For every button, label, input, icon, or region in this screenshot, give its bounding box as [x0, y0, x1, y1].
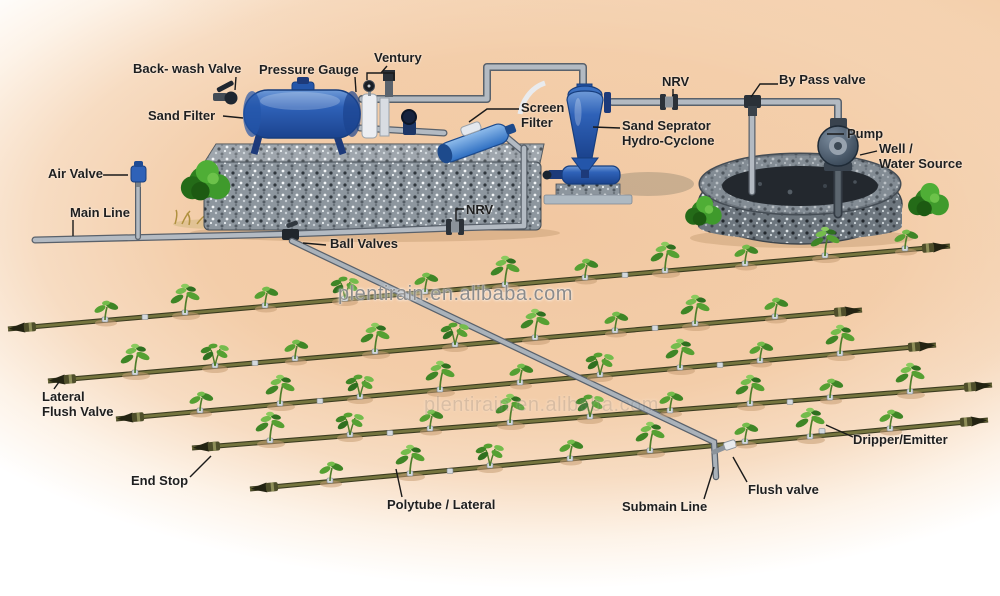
bush-well-right [908, 182, 949, 217]
label-submain-line: Submain Line [622, 499, 708, 514]
label-main-line: Main Line [70, 205, 130, 220]
lateral-flush-valve-row3 [115, 411, 145, 424]
gate-valve [401, 109, 417, 135]
label-nrv-lower: NRV [466, 202, 494, 217]
lateral-flush-valve-row5 [249, 481, 279, 494]
label-lateral-flush-valve: Lateral Flush Valve [42, 389, 114, 419]
hydro-cyclone [517, 80, 694, 205]
screen-filter [437, 121, 517, 164]
nrv-fitting-top [660, 94, 678, 110]
air-valve [130, 161, 147, 187]
ball-valve [282, 220, 299, 240]
lateral-flush-valve-row2 [47, 373, 77, 386]
leader-lines [53, 65, 878, 500]
label-by-pass-valve: By Pass valve [779, 72, 866, 87]
label-nrv-top: NRV [662, 74, 690, 89]
watermark-center: plentirain.en.alibaba.com [338, 283, 573, 305]
label-back-wash-valve: Back- wash Valve [133, 61, 242, 76]
lateral-flush-valve-row1 [7, 321, 37, 334]
pump [817, 118, 859, 171]
label-end-stop: End Stop [131, 473, 189, 488]
back-wash-valve [213, 80, 238, 105]
sand-filter-tank [213, 70, 417, 156]
ventury-assembly [361, 70, 417, 139]
cyclone-hose [517, 80, 546, 115]
label-polytube-lateral: Polytube / Lateral [387, 497, 496, 512]
label-screen-filter: Screen Filter [521, 100, 565, 130]
label-ventury: Ventury [374, 50, 422, 65]
label-pump: Pump [847, 126, 884, 141]
flush-valve-cap [723, 439, 737, 451]
end-stop-fitting [191, 440, 221, 453]
label-ball-valves: Ball Valves [330, 236, 398, 251]
label-well-water-source: Well / Water Source [879, 141, 963, 171]
pressure-gauge [363, 80, 375, 96]
submain-pipe [288, 237, 737, 481]
field [7, 225, 993, 494]
well-water-source [697, 152, 903, 245]
label-air-valve: Air Valve [48, 166, 103, 181]
label-pressure-gauge: Pressure Gauge [259, 62, 359, 77]
bypass-tee [744, 95, 761, 116]
label-sand-separator: Sand Seprator Hydro-Cyclone [622, 118, 715, 148]
watermark-field: plentirain.en.alibaba.com [424, 394, 659, 416]
label-flush-valve: Flush valve [748, 482, 819, 497]
label-dripper-emitter: Dripper/Emitter [853, 432, 948, 447]
label-sand-filter: Sand Filter [148, 108, 216, 123]
grass-tuft [174, 209, 207, 226]
